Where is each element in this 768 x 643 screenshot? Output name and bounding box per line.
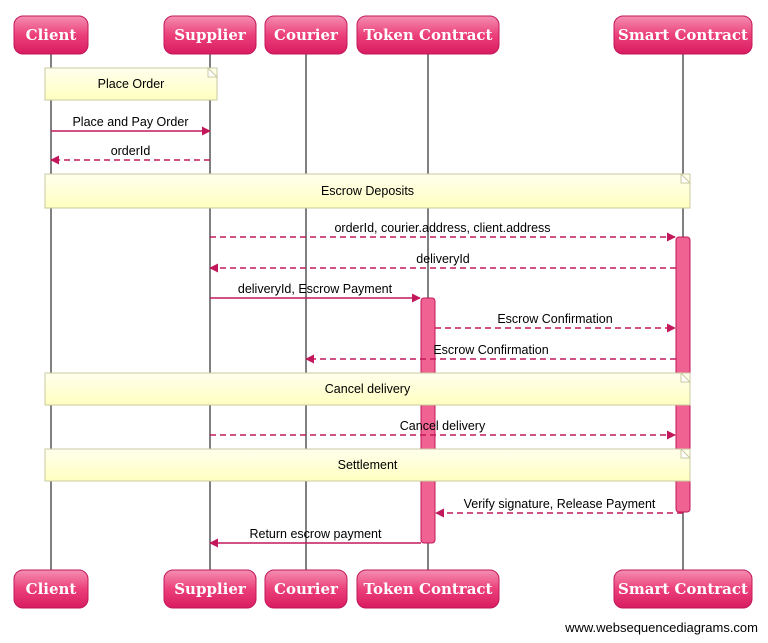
participant-client-bottom: Client: [13, 569, 89, 609]
message-label: orderId: [111, 144, 151, 158]
message-label: Escrow Confirmation: [433, 343, 548, 357]
message-token-to-smart: Escrow Confirmation: [435, 312, 676, 333]
message-label: deliveryId: [416, 252, 470, 266]
message-supplier-to-client: orderId: [50, 144, 210, 165]
watermark-text: www.websequencediagrams.com: [565, 620, 758, 635]
message-label: deliveryId, Escrow Payment: [238, 282, 393, 296]
message-smart-to-token: Verify signature, Release Payment: [435, 497, 683, 518]
participant-label: Smart Contract: [618, 26, 748, 44]
note-escrow-deposits: Escrow Deposits: [44, 172, 692, 209]
message-label: Return escrow payment: [249, 527, 382, 541]
participant-token-bottom: Token Contract: [356, 569, 500, 609]
participant-label: Client: [26, 580, 77, 598]
message-smart-to-courier: Escrow Confirmation: [305, 343, 676, 364]
message-label: orderId, courier.address, client.address: [334, 221, 550, 235]
note-text: Escrow Deposits: [321, 184, 414, 198]
note-cancel-delivery: Cancel delivery: [44, 371, 692, 406]
note-place-order: Place Order: [44, 66, 219, 101]
message-label: Verify signature, Release Payment: [464, 497, 656, 511]
participant-supplier-top: Supplier: [163, 15, 257, 55]
message-label: Escrow Confirmation: [497, 312, 612, 326]
participant-label: Courier: [274, 26, 339, 44]
message-supplier-to-token: deliveryId, Escrow Payment: [210, 282, 421, 303]
participant-smart-bottom: Smart Contract: [613, 569, 753, 609]
note-text: Place Order: [98, 77, 165, 91]
participant-label: Supplier: [174, 580, 247, 598]
participant-label: Token Contract: [364, 26, 493, 44]
message-label: Cancel delivery: [400, 419, 486, 433]
participant-label: Token Contract: [364, 580, 493, 598]
participant-supplier-bottom: Supplier: [163, 569, 257, 609]
message-smart-to-supplier: deliveryId: [209, 252, 676, 273]
message-token-to-supplier: Return escrow payment: [209, 527, 421, 548]
participant-client-top: Client: [13, 15, 89, 55]
message-supplier-to-smart: orderId, courier.address, client.address: [210, 221, 676, 242]
message-label: Place and Pay Order: [72, 115, 188, 129]
message-client-to-supplier: Place and Pay Order: [51, 115, 211, 136]
message-supplier-to-smart: Cancel delivery: [210, 419, 676, 440]
note-settlement: Settlement: [44, 447, 692, 482]
participant-courier-top: Courier: [264, 15, 348, 55]
participant-label: Smart Contract: [618, 580, 748, 598]
participant-token-top: Token Contract: [356, 15, 500, 55]
note-text: Cancel delivery: [325, 382, 411, 396]
participant-label: Supplier: [174, 26, 247, 44]
participant-label: Client: [26, 26, 77, 44]
participant-label: Courier: [274, 580, 339, 598]
note-text: Settlement: [338, 458, 398, 472]
participant-courier-bottom: Courier: [264, 569, 348, 609]
participant-smart-top: Smart Contract: [613, 15, 753, 55]
